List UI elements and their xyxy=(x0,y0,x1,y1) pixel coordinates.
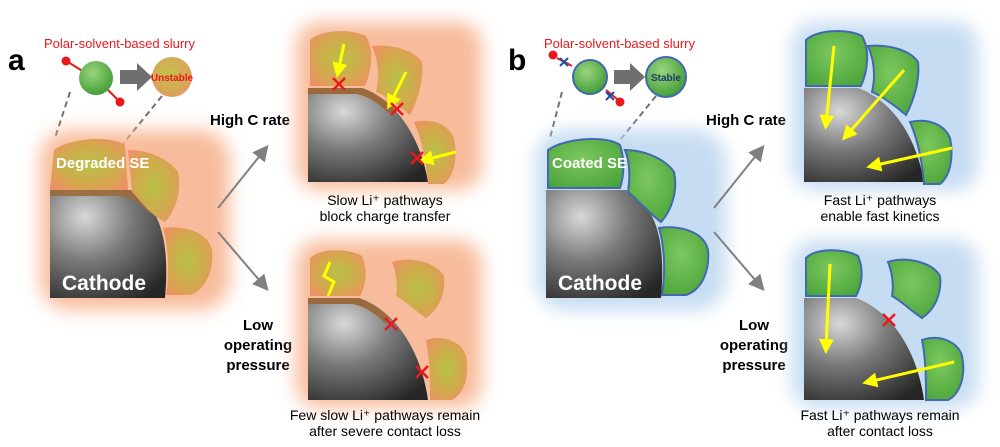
main-cell-a: Degraded SE Cathode xyxy=(40,130,230,310)
caption: after contact loss xyxy=(827,423,933,439)
block-mark xyxy=(384,317,429,379)
zoom-low-pressure-b xyxy=(792,240,978,408)
slurry-label: Polar-solvent-based slurry xyxy=(44,36,196,51)
condition-label: operating xyxy=(224,337,292,354)
caption: enable fast kinetics xyxy=(820,208,939,224)
condition-label: Low xyxy=(739,317,769,334)
cathode-label: Cathode xyxy=(558,272,642,295)
condition-label: pressure xyxy=(722,357,785,374)
caption: Slow Li⁺ pathways xyxy=(327,192,443,208)
unstable-particle xyxy=(152,57,192,97)
se-particle xyxy=(623,148,677,224)
main-cell-b: Coated SE Cathode xyxy=(536,130,726,310)
cathode xyxy=(50,190,167,298)
condition-label: High C rate xyxy=(210,112,290,129)
blocked-solvent-molecule xyxy=(548,50,573,67)
blocked-solvent-molecule xyxy=(605,89,625,107)
condition-label: Low xyxy=(243,317,273,334)
solvent-molecule xyxy=(61,56,85,73)
zoom-low-pressure-a xyxy=(296,240,482,408)
panel-letter: a xyxy=(8,44,25,77)
caption: Few slow Li⁺ pathways remain xyxy=(290,407,480,423)
stable-label: Stable xyxy=(651,73,681,84)
se-particle xyxy=(50,138,128,190)
transform-arrow-icon xyxy=(120,63,152,91)
condition-label: pressure xyxy=(226,357,289,374)
caption: Fast Li⁺ pathways xyxy=(824,192,936,208)
cathode-label: Cathode xyxy=(62,272,146,295)
condition-label: operating xyxy=(720,337,788,354)
se-particle xyxy=(79,61,113,95)
se-particle xyxy=(547,138,625,189)
zoom-high-c-rate-b xyxy=(792,22,978,190)
se-particle xyxy=(128,150,180,222)
caption: block charge transfer xyxy=(320,208,451,224)
caption: after severe contact loss xyxy=(309,423,461,439)
se-particle xyxy=(163,227,213,295)
zoom-high-c-rate-a xyxy=(296,22,482,190)
cathode xyxy=(546,190,663,298)
unstable-label: Unstable xyxy=(151,73,194,84)
panel-letter: b xyxy=(508,44,526,77)
slurry-label: Polar-solvent-based slurry xyxy=(544,36,696,51)
caption: Fast Li⁺ pathways remain xyxy=(800,407,959,423)
transform-arrow-icon xyxy=(614,63,645,91)
panel-a: a Polar-solvent-based slurry Unstable De… xyxy=(8,22,482,439)
block-mark xyxy=(882,313,896,327)
panel-b: b Polar-solvent-based slurry Stable Coa xyxy=(508,22,978,439)
stable-particle xyxy=(645,56,687,98)
se-label: Coated SE xyxy=(552,155,627,172)
block-mark xyxy=(332,77,424,165)
condition-label: High C rate xyxy=(706,112,786,129)
se-label: Degraded SE xyxy=(56,155,149,172)
se-particle xyxy=(657,226,710,296)
solvent-molecule xyxy=(107,89,125,107)
se-particle xyxy=(572,59,608,95)
